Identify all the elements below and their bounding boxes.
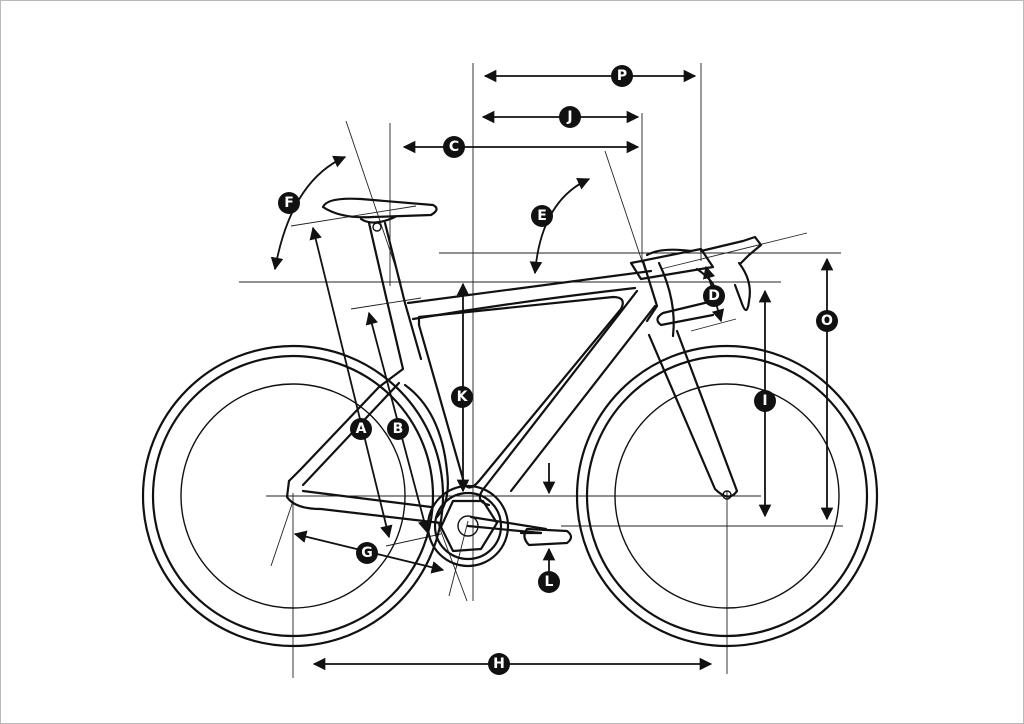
svg-text:G: G <box>361 545 373 561</box>
badge-F: F <box>278 192 300 214</box>
badge-A: A <box>350 418 372 440</box>
badge-D: D <box>703 285 725 307</box>
front-wheel <box>575 344 879 648</box>
svg-text:F: F <box>284 195 294 211</box>
svg-text:A: A <box>356 421 367 437</box>
svg-text:L: L <box>545 574 554 590</box>
svg-text:E: E <box>537 208 547 224</box>
svg-text:O: O <box>821 313 833 329</box>
svg-text:K: K <box>457 389 469 405</box>
badge-H: H <box>488 653 510 675</box>
svg-text:C: C <box>449 139 459 155</box>
crankset <box>426 484 573 568</box>
badge-C: C <box>443 136 465 158</box>
svg-text:P: P <box>617 68 627 84</box>
badge-K: K <box>451 386 473 408</box>
bike-frame <box>285 221 739 525</box>
badge-L: L <box>538 571 560 593</box>
badge-P: P <box>611 65 633 87</box>
svg-text:D: D <box>708 288 720 304</box>
svg-text:B: B <box>393 421 404 437</box>
badge-G: G <box>356 542 378 564</box>
badge-I: I <box>754 390 776 412</box>
badge-B: B <box>387 418 409 440</box>
svg-text:J: J <box>566 109 572 125</box>
badge-J: J <box>559 106 581 128</box>
svg-text:I: I <box>762 393 767 409</box>
svg-text:H: H <box>493 656 505 672</box>
badge-O: O <box>816 310 838 332</box>
saddle <box>321 197 438 232</box>
badge-E: E <box>531 205 553 227</box>
